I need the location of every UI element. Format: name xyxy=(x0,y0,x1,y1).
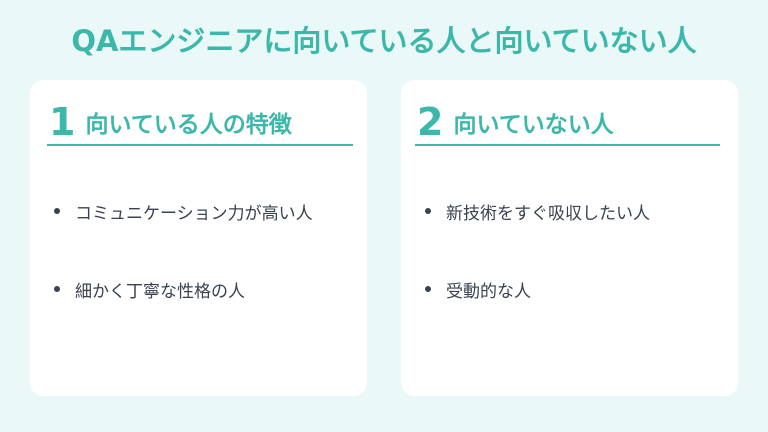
bullet-icon xyxy=(54,208,60,214)
bullet-icon xyxy=(54,286,60,292)
card-header: 2 向いていない人 xyxy=(415,100,720,146)
list-item: コミュニケーション力が高い人 xyxy=(50,192,361,230)
card-number: 1 xyxy=(49,100,76,144)
card-number: 2 xyxy=(417,100,444,144)
list-item-text: 受動的な人 xyxy=(446,281,531,302)
page-title: QAエンジニアに向いている人と向いていない人 xyxy=(71,24,697,58)
unsuitable-card: 2 向いていない人 新技術をすぐ吸収したい人 受動的な人 xyxy=(401,80,738,396)
trait-list: コミュニケーション力が高い人 細かく丁寧な性格の人 xyxy=(50,192,361,348)
list-item: 受動的な人 xyxy=(421,270,732,308)
card-header: 1 向いている人の特徴 xyxy=(47,100,353,146)
list-item: 新技術をすぐ吸収したい人 xyxy=(421,192,732,230)
bullet-icon xyxy=(425,208,431,214)
list-item-text: 新技術をすぐ吸収したい人 xyxy=(446,203,650,224)
list-item: 細かく丁寧な性格の人 xyxy=(50,270,361,308)
card-heading: 向いている人の特徴 xyxy=(85,112,292,138)
list-item-text: 細かく丁寧な性格の人 xyxy=(75,281,245,302)
card-heading: 向いていない人 xyxy=(453,112,614,138)
list-item-text: コミュニケーション力が高い人 xyxy=(75,203,313,224)
bullet-icon xyxy=(425,286,431,292)
suitable-card: 1 向いている人の特徴 コミュニケーション力が高い人 細かく丁寧な性格の人 xyxy=(30,80,367,396)
trait-list: 新技術をすぐ吸収したい人 受動的な人 xyxy=(421,192,732,348)
